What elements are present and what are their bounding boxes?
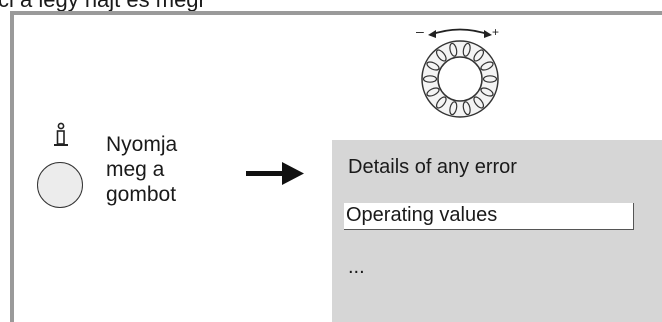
display-panel xyxy=(332,140,662,322)
instruction-line-1: Nyomja xyxy=(106,133,178,156)
knob-ridge xyxy=(480,61,494,71)
knob-ridge xyxy=(473,49,485,62)
menu-item-details-of-error[interactable]: Details of any error xyxy=(348,156,517,178)
instruction-line-2: meg a xyxy=(106,158,165,181)
knob-ridge xyxy=(426,61,440,71)
knob-ridge xyxy=(435,96,447,109)
header-partial-text: ci a légy hajt és megr xyxy=(0,0,206,13)
knob-ridge xyxy=(435,49,447,62)
knob-ridge xyxy=(462,101,471,116)
menu-item-operating-values[interactable]: Operating values xyxy=(344,203,634,230)
knob-ridge xyxy=(462,42,471,57)
diagram-frame xyxy=(10,11,662,322)
knob-ridge xyxy=(449,42,458,57)
knob-ridge xyxy=(422,75,438,83)
knob-plus-label: + xyxy=(492,26,499,39)
info-icon xyxy=(54,122,68,146)
knob-ridge xyxy=(473,96,485,109)
push-button-icon[interactable] xyxy=(37,162,83,208)
instruction-text: Nyomja meg a gombot xyxy=(106,132,177,207)
knob-ridge xyxy=(480,87,494,97)
instruction-line-3: gombot xyxy=(106,183,177,206)
knob-rotation-arrow xyxy=(429,28,491,36)
knob-ridge xyxy=(426,87,440,97)
knob-minus-label: – xyxy=(416,26,424,39)
arrow-right-icon xyxy=(246,162,304,185)
rotary-knob-icon[interactable]: – + xyxy=(412,26,512,124)
menu-item-more[interactable]: ... xyxy=(348,256,365,278)
knob-ridge xyxy=(449,101,458,116)
knob-ridge xyxy=(482,75,498,83)
